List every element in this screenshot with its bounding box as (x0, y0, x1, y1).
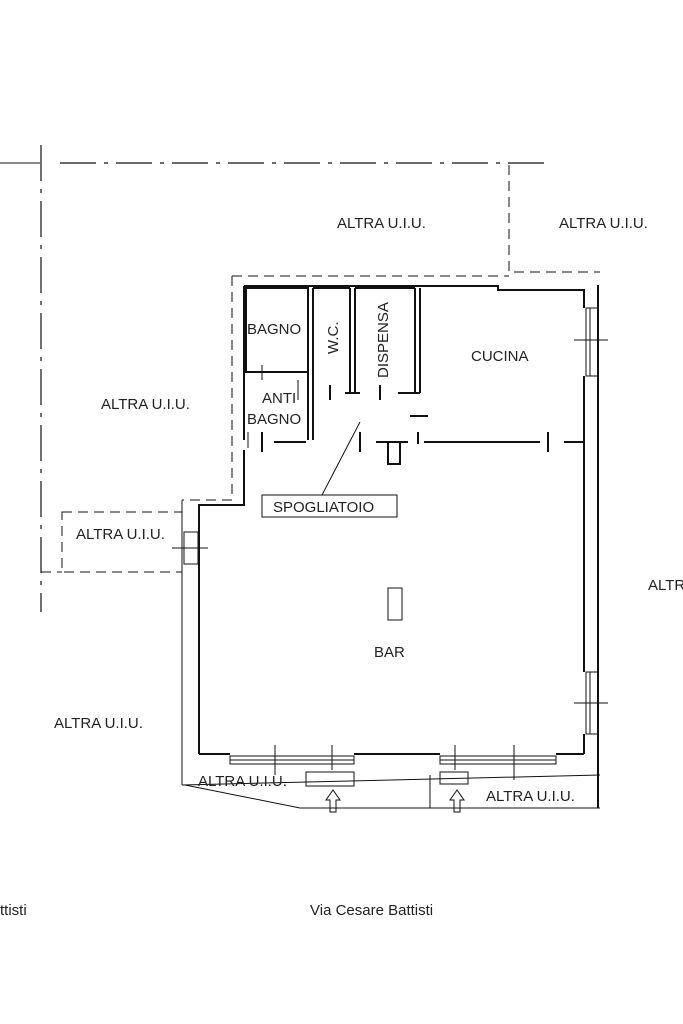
neighbor-label: ALTRA U.I.U. (76, 526, 165, 543)
outer-walls (181, 285, 601, 809)
room-label-wc: W.C. (325, 322, 342, 355)
neighbor-label: ALTRA U.I.U. (54, 715, 143, 732)
internal-walls (245, 287, 584, 465)
neighbor-label: ALTRA U.I.U. (198, 773, 287, 790)
street-label: ttisti (0, 902, 27, 919)
windows (172, 307, 608, 780)
room-label-antibagno-1: ANTI (262, 390, 296, 407)
neighbor-label: ALTRA U.I.U. (486, 788, 575, 805)
entrances (305, 771, 469, 813)
neighbor-label: ALTRA U.I.U. (101, 396, 190, 413)
room-label-spogliatoio: SPOGLIATOIO (273, 499, 374, 516)
entrance-arrow-icon (449, 789, 465, 813)
spogliatoio-box (261, 494, 398, 518)
boundary-lines (0, 145, 600, 612)
neighbor-label: ALTRA U.I.U. (559, 215, 648, 232)
room-label-bagno: BAGNO (247, 321, 301, 338)
leader-line (321, 421, 361, 496)
neighbor-label: ALTRA U.I.U. (337, 215, 426, 232)
column (387, 587, 403, 621)
room-label-cucina: CUCINA (471, 348, 529, 365)
street-label: Via Cesare Battisti (310, 902, 433, 919)
entrance-arrow-icon (325, 789, 341, 813)
room-label-dispensa: DISPENSA (375, 302, 392, 378)
room-label-bar: BAR (374, 644, 405, 661)
room-label-antibagno-2: BAGNO (247, 411, 301, 428)
neighbor-label: ALTR (648, 577, 683, 594)
